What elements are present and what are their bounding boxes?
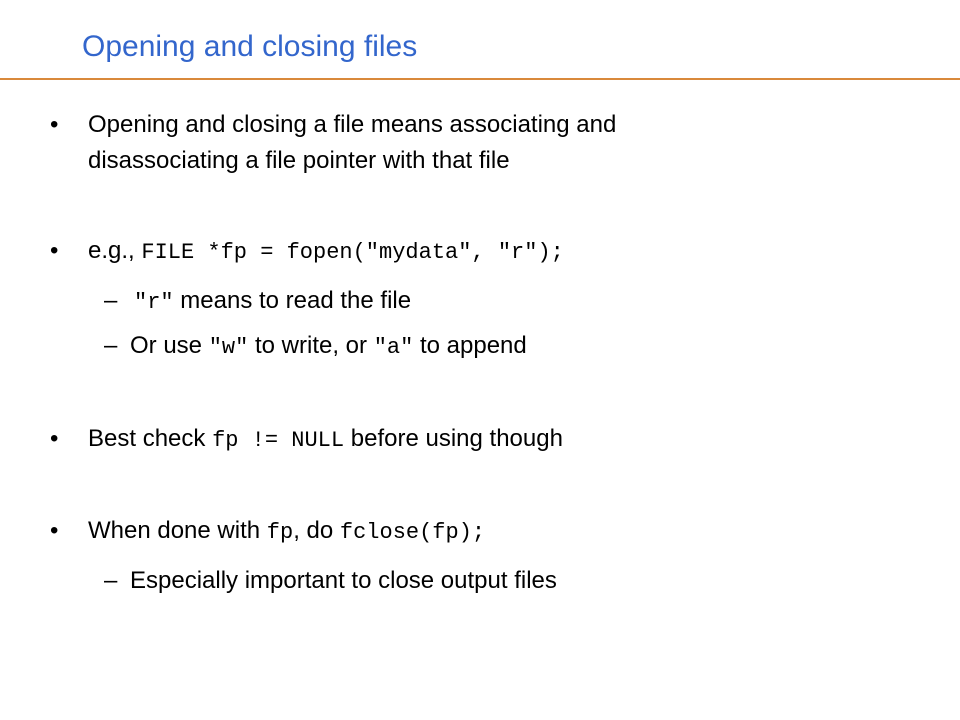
subitem-append-code: "a" xyxy=(373,335,414,360)
bullet-1-line-2: disassociating a file pointer with that … xyxy=(88,147,510,174)
bullet-3-text-2: before using though xyxy=(344,425,563,452)
bullet-4-code-1: fp xyxy=(266,520,294,545)
subitem-marker: – xyxy=(104,567,118,594)
bullet-3-text-1: Best check xyxy=(88,425,213,452)
bullet-1-line-1: Opening and closing a file means associa… xyxy=(88,111,617,138)
bullet-4-line: When done with fp, do fclose(fp); xyxy=(88,514,485,550)
bullet-3-line: Best check fp != NULL before using thoug… xyxy=(88,422,563,458)
bullet-4-text-2: , do xyxy=(293,517,340,544)
bullet-marker: • xyxy=(50,425,59,452)
subitem-read-code: "r" xyxy=(134,290,174,315)
subitem-write-append: Or use "w" to write, or "a" to append xyxy=(130,329,527,365)
subitem-marker: – xyxy=(104,287,118,314)
subitem-write-text-1: Or use xyxy=(130,332,209,359)
slide-title: Opening and closing files xyxy=(82,30,418,63)
subitem-write-text-3: to append xyxy=(413,332,527,359)
bullet-marker: • xyxy=(50,517,59,544)
bullet-marker: • xyxy=(50,237,59,264)
subitem-close-output: Especially important to close output fil… xyxy=(130,567,557,594)
subitem-marker: – xyxy=(104,332,118,359)
bullet-marker: • xyxy=(50,111,59,138)
subitem-write-code: "w" xyxy=(208,335,249,360)
bullet-2-prefix: e.g., xyxy=(88,237,142,264)
bullet-4-code-2: fclose(fp); xyxy=(339,520,486,545)
bullet-2-code: FILE *fp = fopen("mydata", "r"); xyxy=(141,240,564,265)
bullet-3-code: fp != NULL xyxy=(212,428,345,453)
title-divider xyxy=(0,78,960,80)
subitem-read-text: means to read the file xyxy=(173,287,412,314)
subitem-write-text-2: to write, or xyxy=(248,332,374,359)
bullet-2-line: e.g., FILE *fp = fopen("mydata", "r"); xyxy=(88,234,564,270)
bullet-4-text-1: When done with xyxy=(88,517,267,544)
subitem-read-mode: "r" means to read the file xyxy=(134,284,411,320)
